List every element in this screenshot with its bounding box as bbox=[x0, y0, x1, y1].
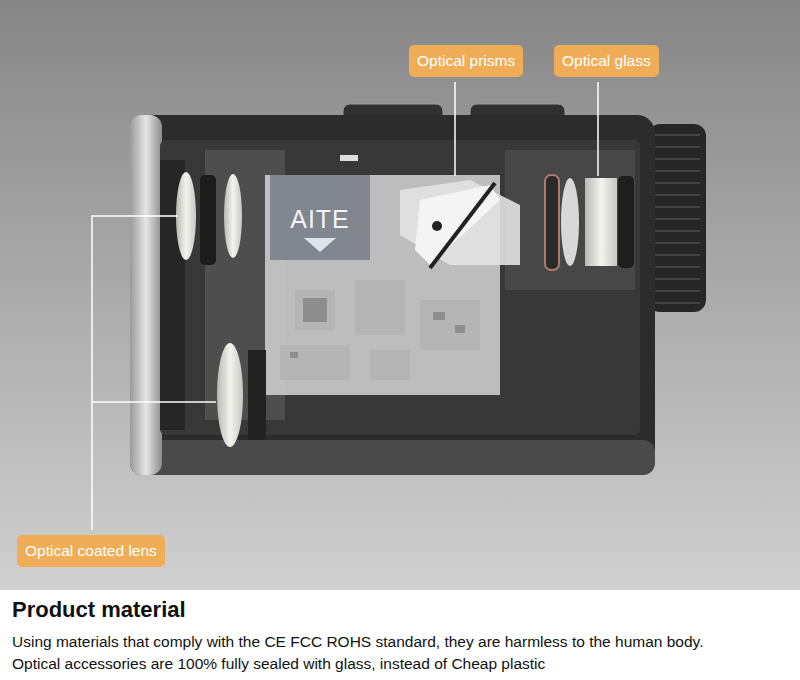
logo-arrow bbox=[300, 236, 340, 254]
callout-label: Optical prisms bbox=[417, 52, 515, 69]
callout-tag: Optical glass bbox=[554, 45, 659, 77]
body-text: Using materials that comply with the CE … bbox=[12, 633, 703, 651]
callout-label: Optical glass bbox=[562, 52, 651, 69]
section-heading: Product material bbox=[12, 597, 186, 623]
body-text: Optical accessories are 100% fully seale… bbox=[12, 655, 545, 673]
logo-badge: AITE bbox=[270, 175, 370, 260]
callout-tag: Optical coated lens bbox=[17, 535, 165, 567]
rangefinder-cutaway bbox=[0, 0, 800, 590]
callout-label: Optical coated lens bbox=[25, 542, 157, 559]
logo-text: AITE bbox=[290, 205, 350, 233]
callout-tag: Optical prisms bbox=[409, 45, 523, 77]
